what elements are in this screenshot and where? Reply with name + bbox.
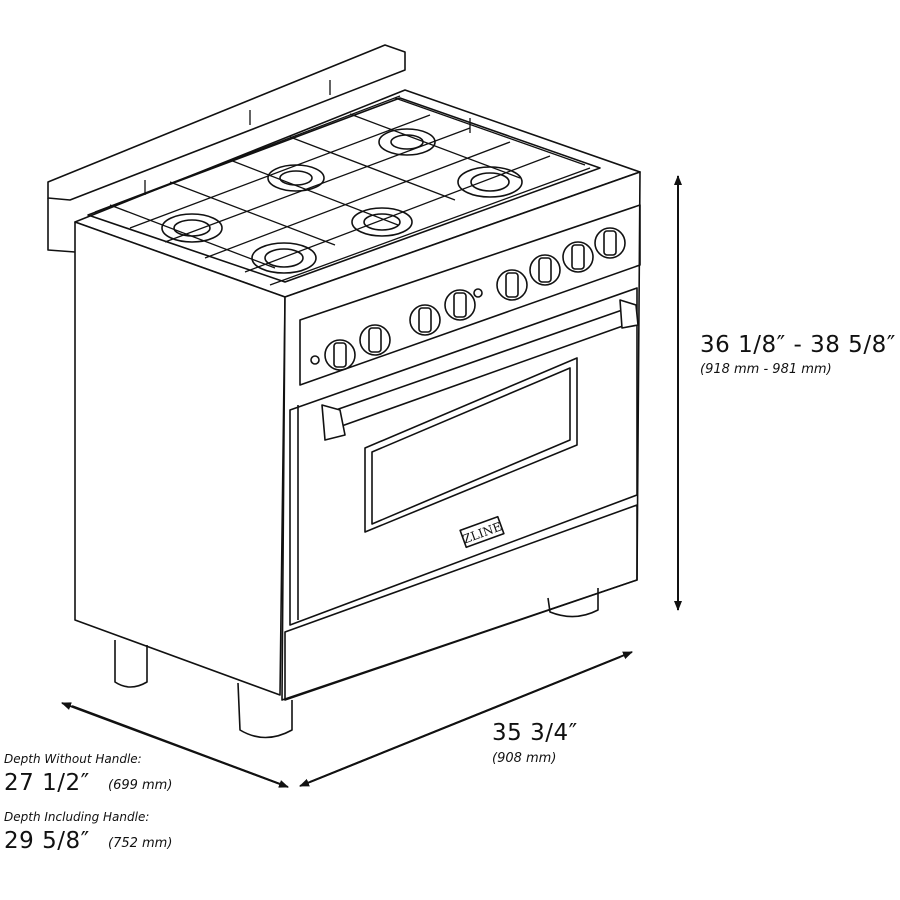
knob — [324, 339, 356, 371]
leg — [237, 682, 293, 739]
knob — [496, 269, 528, 301]
knob — [594, 227, 626, 259]
grates — [94, 80, 591, 286]
knob — [359, 324, 391, 356]
oven-window — [364, 357, 578, 533]
knob — [409, 304, 441, 336]
leg — [547, 588, 599, 618]
knob — [444, 289, 476, 321]
side-panel — [74, 221, 286, 696]
depth-including-handle-metric: (752 mm) — [108, 836, 173, 851]
backsplash — [47, 44, 406, 253]
depth-without-handle-label: Depth Without Handle: — [4, 752, 142, 766]
knob — [529, 254, 561, 286]
door-handle — [321, 299, 639, 441]
oven-door — [289, 287, 638, 626]
knobs — [310, 227, 626, 371]
height-imperial: 36 1/8″ - 38 5/8″ — [700, 332, 896, 358]
knob — [562, 241, 594, 273]
depth-without-handle-imperial: 27 1/2″ — [4, 770, 90, 796]
control-panel — [299, 204, 641, 386]
kick-panel — [284, 504, 638, 701]
height-metric: (918 mm - 981 mm) — [700, 362, 832, 377]
width-imperial: 35 3/4″ — [492, 720, 578, 746]
depth-without-handle-metric: (699 mm) — [108, 778, 173, 793]
width-metric: (908 mm) — [492, 751, 557, 766]
depth-including-handle-label: Depth Including Handle: — [4, 810, 150, 824]
leg — [114, 640, 148, 688]
depth-including-handle-imperial: 29 5/8″ — [4, 828, 90, 854]
